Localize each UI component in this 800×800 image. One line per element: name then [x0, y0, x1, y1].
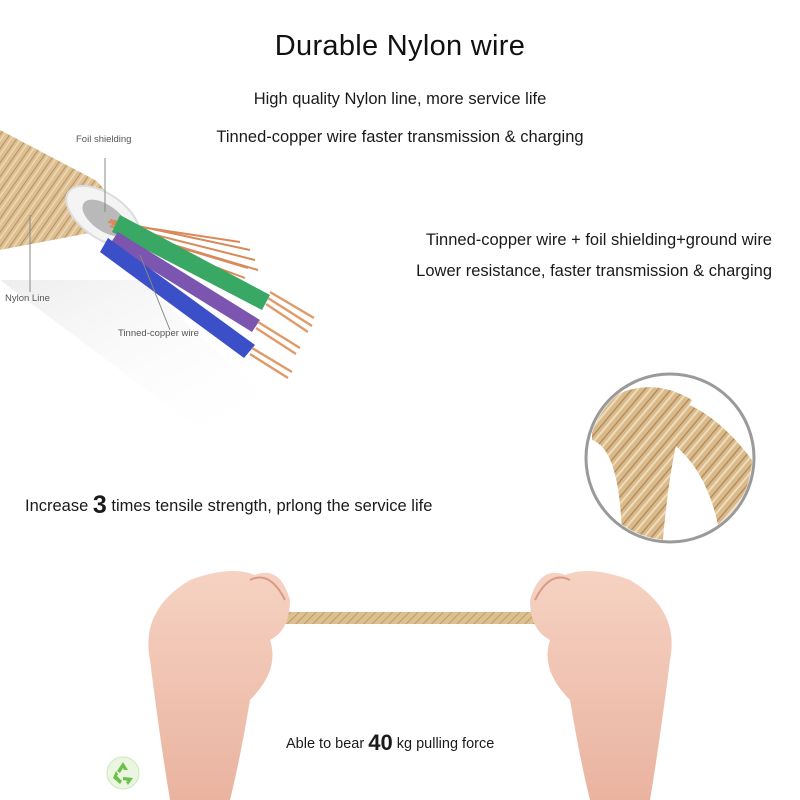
cable-cross-section-illustration — [0, 130, 315, 430]
subtitle-nylon: High quality Nylon line, more service li… — [253, 90, 547, 108]
bear-prefix: Able to bear — [286, 736, 365, 752]
label-nylon-line: Nylon Line — [5, 293, 50, 304]
label-foil-shielding: Foil shielding — [76, 134, 132, 145]
feature-resistance-text: Lower resistance, faster transmission & … — [416, 262, 772, 280]
bear-number: 40 — [368, 730, 393, 755]
strength-prefix: Increase — [25, 497, 89, 515]
strength-suffix: times tensile strength, prlong the servi… — [111, 497, 433, 515]
hands-pulling-cable-illustration — [148, 571, 672, 800]
bear-suffix: kg pulling force — [396, 736, 495, 752]
braided-cable-closeup — [584, 372, 756, 544]
recycle-icon — [106, 756, 140, 790]
pulling-force-text: Able to bear 40 kg pulling force — [286, 730, 494, 756]
page-title: Durable Nylon wire — [274, 30, 526, 62]
subtitle-copper: Tinned-copper wire faster transmission &… — [216, 128, 584, 146]
feature-shielding-text: Tinned-copper wire + foil shielding+grou… — [425, 231, 772, 249]
strength-number: 3 — [92, 491, 107, 519]
tensile-strength-text: Increase 3 times tensile strength, prlon… — [25, 491, 432, 520]
label-tinned-copper: Tinned-copper wire — [118, 328, 199, 339]
